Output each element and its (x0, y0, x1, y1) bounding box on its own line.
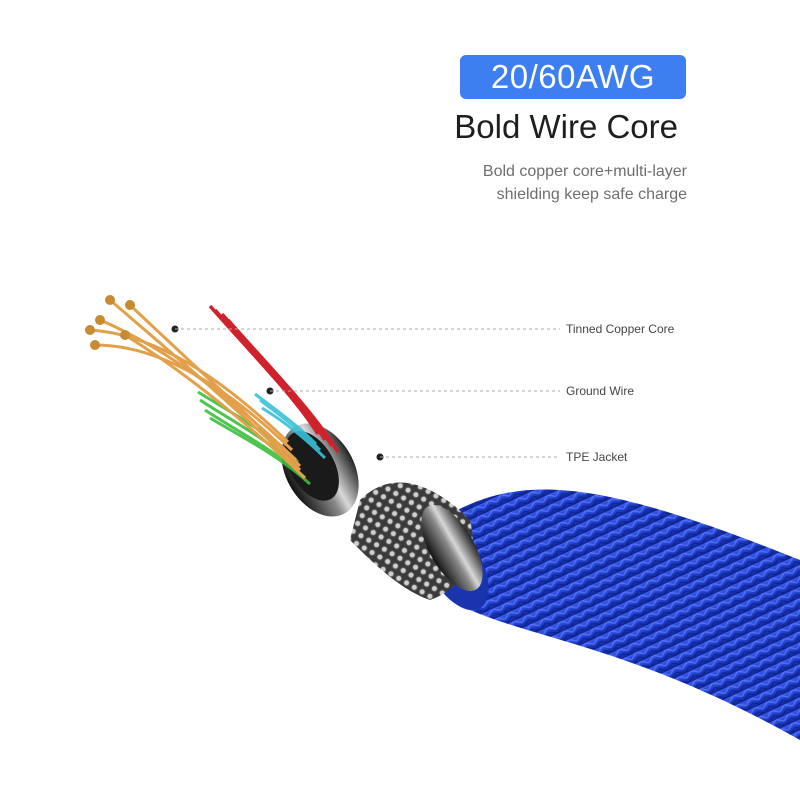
subtitle-line-2: shielding keep safe charge (496, 186, 687, 203)
callout-lines (171, 325, 560, 461)
jacket-opening (285, 431, 339, 501)
cyan-wire-strands (254, 392, 327, 460)
callout-ground-wire: Ground Wire (566, 384, 635, 398)
awg-badge: 20/60AWG (460, 55, 686, 99)
ground-wire-strands (208, 304, 340, 453)
callout-tinned-copper-core: Tinned Copper Core (566, 322, 675, 336)
tpe-jacket-ring (421, 505, 483, 591)
callout-tpe-jacket: TPE Jacket (566, 450, 628, 464)
braided-sleeve (440, 489, 800, 740)
page-title: Bold Wire Core (454, 108, 678, 145)
copper-tips (85, 295, 135, 350)
copper-core-strands (89, 298, 307, 480)
subtitle-line-1: Bold copper core+multi-layer (482, 163, 687, 180)
